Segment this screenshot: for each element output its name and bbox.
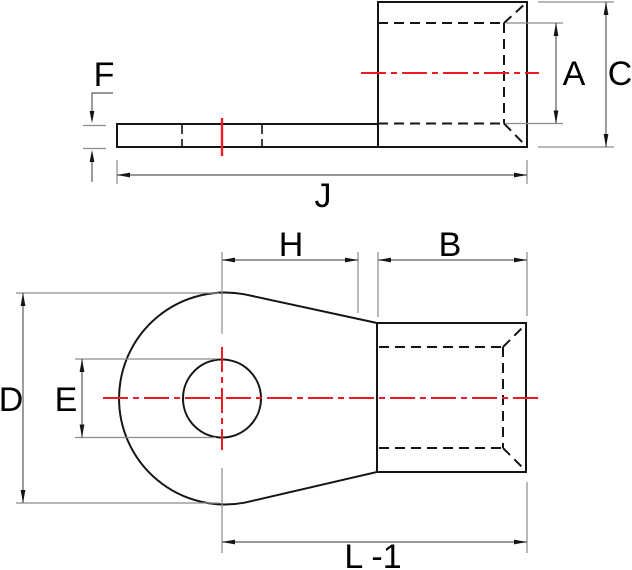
dim-j: J [116,160,528,215]
side-plate-outline [116,123,527,148]
dim-a-label: A [563,55,586,93]
dim-a: A [506,22,586,125]
dim-l1-label: L -1 [344,538,401,570]
dim-h-arrow-left [222,257,235,263]
dim-b-arrow-left [378,257,391,263]
dim-d: D [0,292,219,504]
dim-d-arrow-up [20,293,26,306]
plan-hidden-chamfer-bottom [502,447,526,471]
side-hidden-lines [378,2,527,147]
dim-h-arrow-right [345,257,358,263]
dim-f-arrow-down [89,111,95,123]
side-barrel-outline [377,1,528,148]
dim-e-arrow-down [79,424,85,438]
side-hidden-chamfer-bottom [503,122,527,147]
dim-e-label: E [55,381,78,419]
dim-f-leader [91,92,113,111]
dim-f-arrow-up [89,150,95,162]
plan-hidden-chamfer-top [502,324,526,348]
dim-e: E [55,358,216,439]
dim-j-label: J [315,177,332,215]
dim-c-arrow-up [603,2,609,15]
plan-ring-outline [118,291,378,506]
dim-a-arrow-down [553,110,559,124]
side-hidden-chamfer-top [503,2,527,24]
plan-view: H B D [0,226,540,570]
dim-l1-arrow-left [222,539,235,545]
dim-b-arrow-right [514,257,527,263]
dim-l1-arrow-right [514,539,527,545]
dim-f-label: F [94,56,115,94]
dim-d-arrow-down [20,490,26,503]
dim-j-arrow-left [117,172,130,178]
dim-h: H [221,226,359,334]
dim-l1: L -1 [221,468,528,570]
dim-h-label: H [279,226,304,264]
side-view: F J A [83,1,632,215]
dim-d-label: D [0,381,23,419]
dim-e-arrow-up [79,359,85,372]
dim-c-label: C [608,55,632,93]
dim-b-label: B [439,226,462,264]
dim-c: C [538,1,632,148]
dim-a-arrow-up [553,23,559,36]
dim-f: F [83,56,114,182]
dim-c-arrow-down [603,134,609,147]
dim-b: B [377,226,528,317]
dim-j-arrow-right [514,172,527,178]
